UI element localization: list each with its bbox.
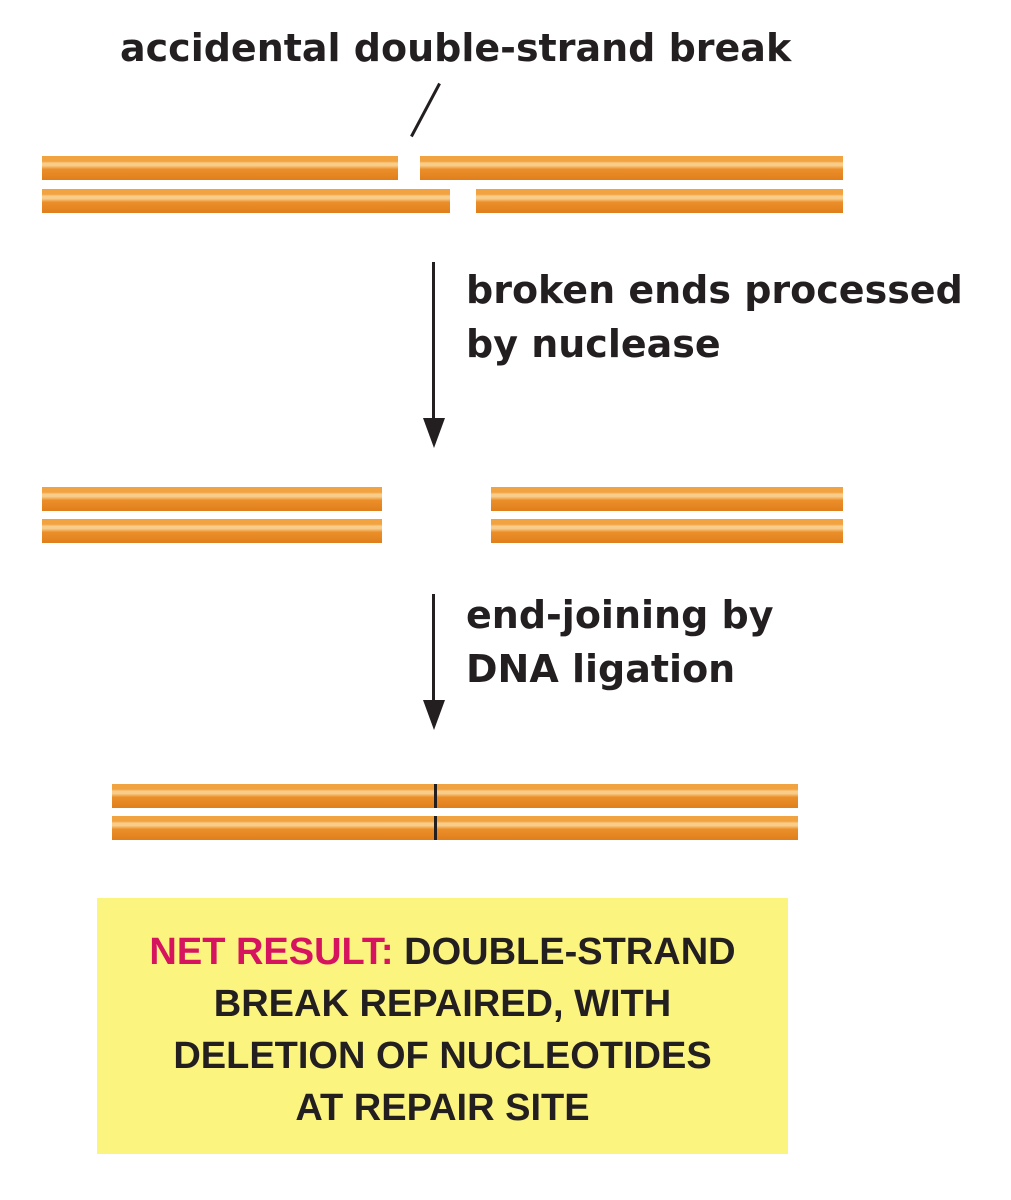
strand-ligated-bottom — [112, 816, 798, 840]
break-label: accidental double-strand break — [120, 20, 791, 76]
strand-processed-top-right — [491, 487, 843, 511]
strand-processed-bottom-right — [491, 519, 843, 543]
strand-top-right — [420, 156, 843, 180]
strand-ligated-top — [112, 784, 798, 808]
net-result-line1: NET RESULT: DOUBLE-STRAND — [97, 926, 788, 978]
break-label-text: accidental double-strand break — [120, 26, 792, 70]
strand-bottom-right — [476, 189, 843, 213]
step1-label: broken ends processed by nuclease — [466, 263, 963, 371]
ligation-site-top — [434, 784, 437, 808]
step2-label-line2: DNA ligation — [466, 647, 736, 691]
net-result-line2: BREAK REPAIRED, WITH — [213, 983, 672, 1025]
net-result-heading: NET RESULT: — [149, 931, 394, 973]
step1-label-line1: broken ends processed — [466, 268, 963, 312]
net-result-text: NET RESULT: DOUBLE-STRAND BREAK REPAIRED… — [97, 926, 788, 1134]
net-result-line3: DELETION OF NUCLEOTIDES — [173, 1035, 712, 1077]
ligation-site-bottom — [434, 816, 437, 840]
net-result-line4: AT REPAIR SITE — [295, 1087, 590, 1129]
strand-top-left — [42, 156, 398, 180]
strand-bottom-left — [42, 189, 450, 213]
strand-processed-bottom-left — [42, 519, 382, 543]
break-leader-line — [410, 82, 441, 138]
strand-processed-top-left — [42, 487, 382, 511]
net-result-box: NET RESULT: DOUBLE-STRAND BREAK REPAIRED… — [97, 898, 788, 1154]
net-result-line1-text: DOUBLE-STRAND — [404, 931, 736, 973]
step1-label-line2: by nuclease — [466, 322, 721, 366]
step2-label-line1: end-joining by — [466, 593, 774, 637]
step2-label: end-joining by DNA ligation — [466, 588, 774, 696]
